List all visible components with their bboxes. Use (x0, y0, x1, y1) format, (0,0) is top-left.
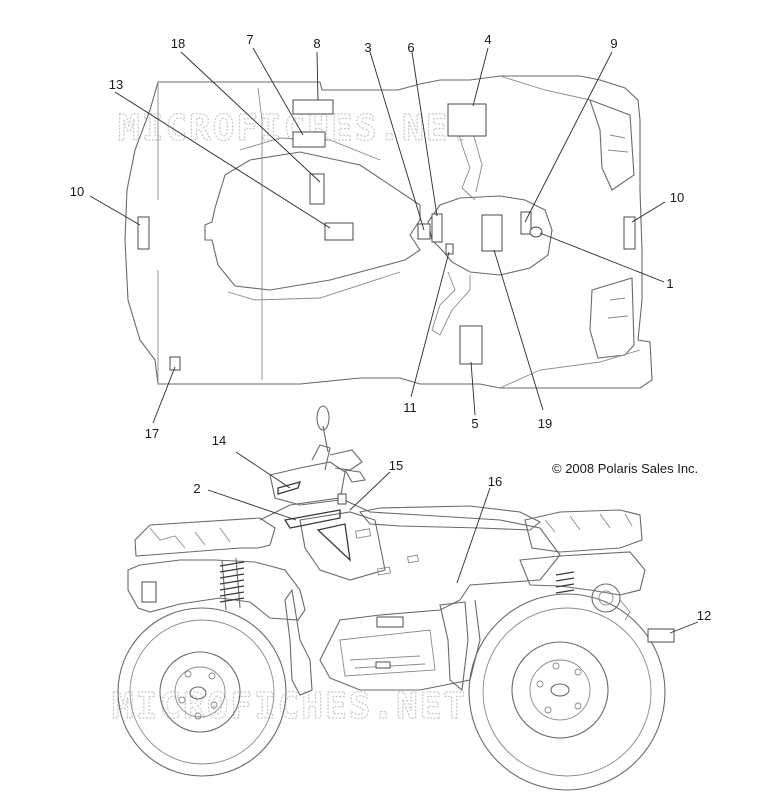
decal-13 (324, 222, 354, 241)
callout-7: 7 (246, 32, 253, 47)
decal-17 (169, 356, 181, 371)
decal-15-mount (337, 493, 347, 505)
decal-8 (292, 99, 334, 115)
callout-1: 1 (666, 276, 673, 291)
decal-side-foot (375, 661, 391, 669)
callout-13: 13 (109, 77, 123, 92)
callout-9: 9 (610, 36, 617, 51)
decal-10-right (623, 216, 636, 250)
decal-3 (417, 223, 431, 240)
decal-9 (520, 211, 532, 235)
callout-2: 2 (193, 481, 200, 496)
decal-1 (529, 226, 543, 238)
decal-12 (647, 628, 675, 643)
decal-19 (481, 214, 503, 252)
callout-numbers: 18 7 8 3 6 4 9 13 10 10 1 11 5 19 17 14 … (70, 32, 711, 623)
callout-11: 11 (403, 400, 417, 415)
decal-10-left (137, 216, 150, 250)
callout-8: 8 (313, 36, 320, 51)
callout-10-left: 10 (70, 184, 84, 199)
decal-side-center (376, 616, 404, 628)
callout-14: 14 (212, 433, 226, 448)
callout-6: 6 (407, 40, 414, 55)
callout-3: 3 (364, 40, 371, 55)
top-view-vehicle (124, 75, 653, 389)
leader-lines (89, 47, 699, 634)
decal-side-rear (141, 581, 157, 603)
callout-12: 12 (697, 608, 711, 623)
watermark-bottom: MICROFICHES.NET (112, 686, 467, 727)
callout-10-right: 10 (670, 190, 684, 205)
decal-18 (309, 173, 325, 205)
callout-19: 19 (538, 416, 552, 431)
decal-6 (431, 213, 443, 243)
callout-17: 17 (145, 426, 159, 441)
side-view-vehicle (117, 405, 666, 791)
callout-5: 5 (471, 416, 478, 431)
decal-7 (292, 131, 326, 148)
callout-4: 4 (484, 32, 491, 47)
callout-16: 16 (488, 474, 502, 489)
decal-5 (459, 325, 483, 365)
decal-4 (447, 103, 487, 137)
callout-15: 15 (389, 458, 403, 473)
copyright-text: © 2008 Polaris Sales Inc. (552, 461, 698, 476)
callout-18: 18 (171, 36, 185, 51)
decal-11 (445, 243, 454, 255)
